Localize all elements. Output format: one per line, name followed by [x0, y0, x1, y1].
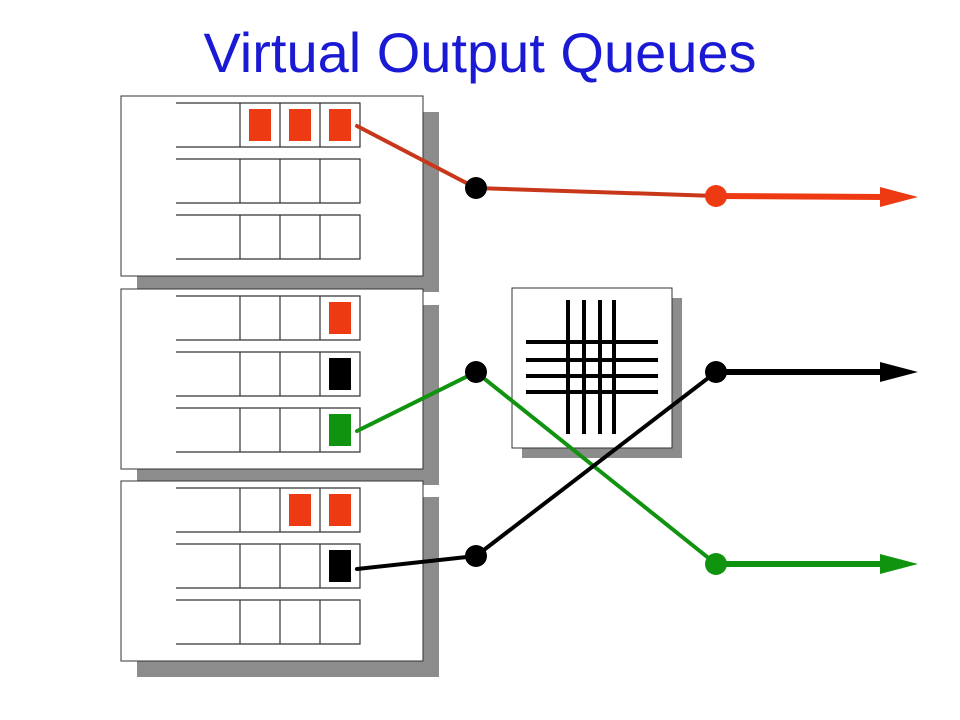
queue-to-switch-line	[355, 124, 478, 190]
crossbar-switch-icon	[511, 287, 682, 458]
input-ports	[120, 95, 439, 677]
input-junction-node	[465, 361, 487, 383]
input-port-2	[120, 288, 439, 485]
packet-red	[289, 494, 311, 526]
packet-red	[329, 494, 351, 526]
switch-nodes	[465, 177, 727, 575]
output-arrows	[715, 187, 918, 574]
virtual-output-queue	[176, 487, 361, 533]
packet-red	[289, 109, 311, 141]
input-junction-node	[465, 177, 487, 199]
input-port-box	[120, 95, 424, 277]
packet-green	[329, 414, 351, 446]
output-line	[715, 193, 885, 200]
queue-outline	[176, 295, 361, 341]
packet-red	[329, 302, 351, 334]
input-port-box	[120, 288, 424, 470]
crossbar-path-black	[474, 370, 718, 558]
crossbar-path-red	[474, 186, 718, 198]
output-arrow-green	[716, 554, 918, 574]
queue-outline	[176, 214, 361, 260]
output-junction-node	[705, 361, 727, 383]
input-port-1	[120, 95, 439, 292]
arrow-head-icon	[880, 362, 918, 382]
queue-outline	[176, 599, 361, 645]
page-title: Virtual Output Queues	[203, 21, 757, 84]
virtual-output-queue	[176, 599, 361, 645]
input-port-3	[120, 480, 439, 677]
virtual-output-queue	[176, 158, 361, 204]
queue-outline	[176, 543, 361, 589]
virtual-output-queue	[176, 295, 361, 341]
packet-black	[329, 550, 351, 582]
output-junction-node	[705, 185, 727, 207]
queue-outline	[176, 102, 361, 148]
virtual-output-queue	[176, 102, 361, 148]
output-junction-node	[705, 553, 727, 575]
arrow-head-icon	[880, 554, 918, 574]
queue-to-switch-line	[355, 554, 478, 571]
arrow-head-icon	[880, 187, 918, 207]
connection-lines	[355, 124, 718, 571]
input-port-box	[120, 480, 424, 662]
packet-red	[329, 109, 351, 141]
virtual-output-queue	[176, 214, 361, 260]
queue-to-switch-line	[355, 370, 478, 433]
queue-outline	[176, 487, 361, 533]
queue-outline	[176, 351, 361, 397]
crossbar-switch	[511, 287, 682, 458]
output-arrow-red	[715, 187, 918, 207]
packet-red	[249, 109, 271, 141]
crossbar-path-green	[474, 370, 718, 566]
output-arrow-black	[716, 362, 918, 382]
input-junction-node	[465, 545, 487, 567]
queue-outline	[176, 158, 361, 204]
packet-black	[329, 358, 351, 390]
virtual-output-queue	[176, 351, 361, 397]
virtual-output-queue	[176, 543, 361, 589]
